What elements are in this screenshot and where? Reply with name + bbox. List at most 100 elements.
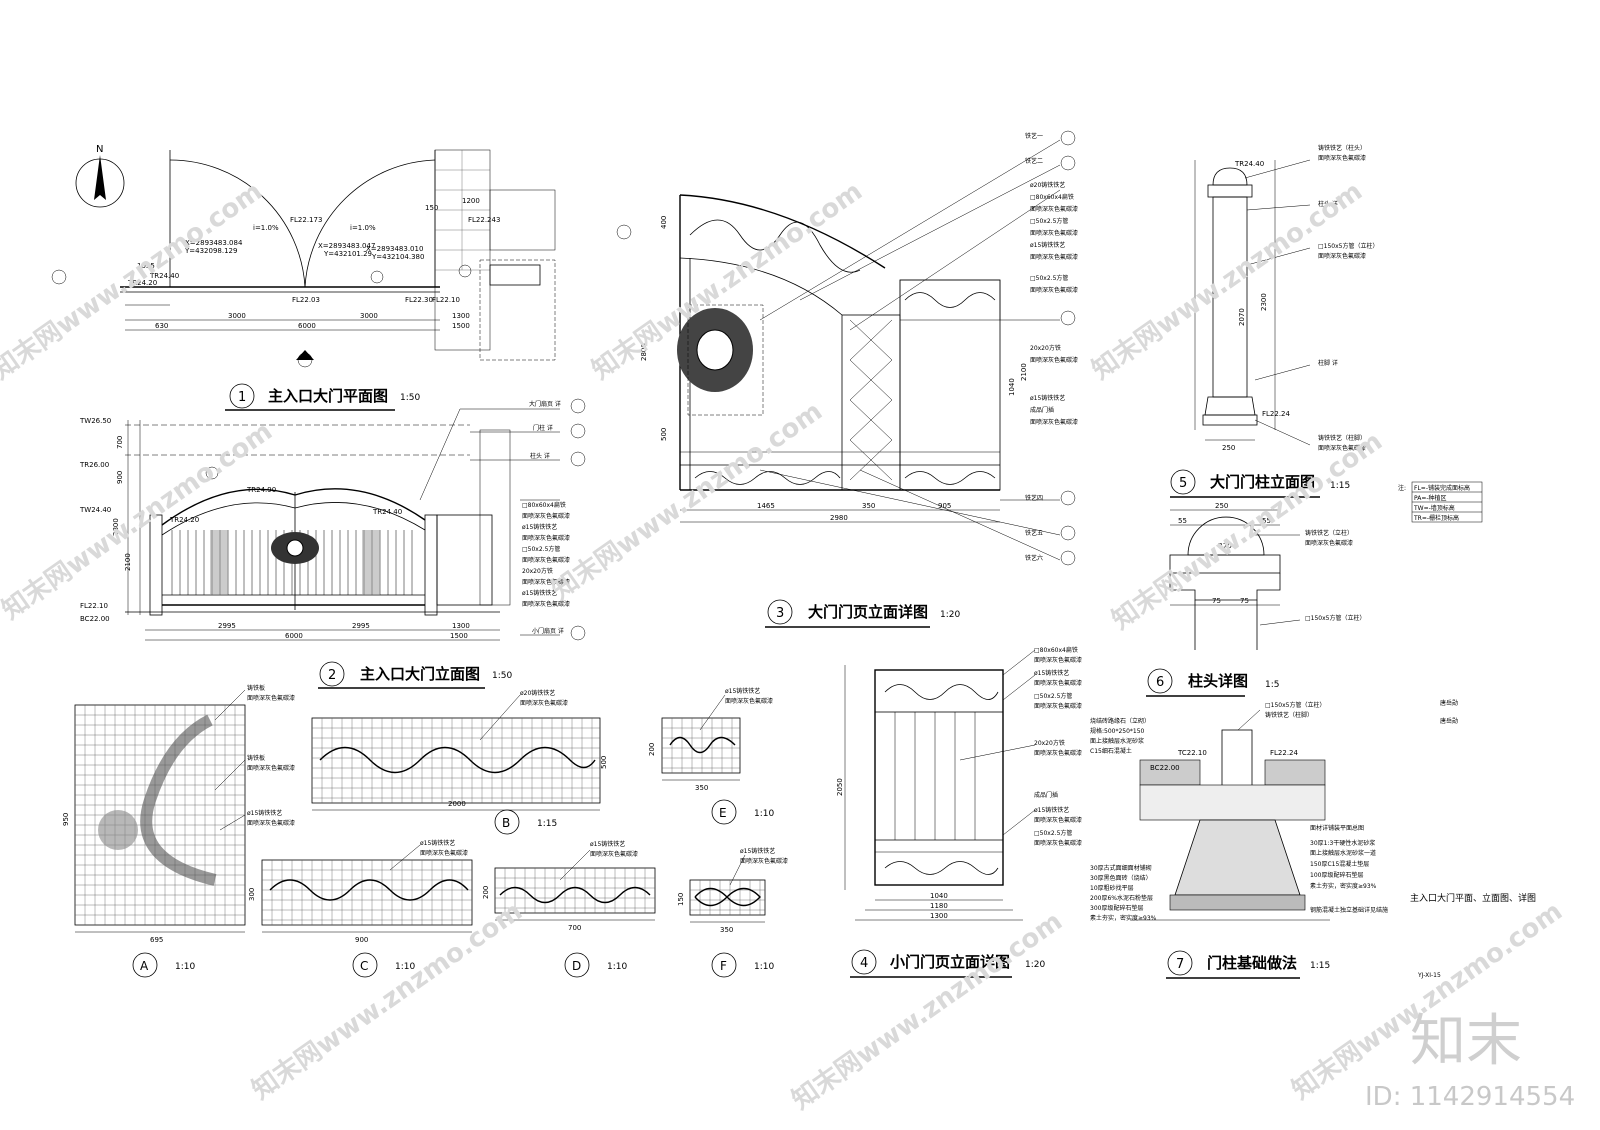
leaf-note: ø15铸铁铁艺: [1030, 241, 1065, 249]
detail-c: 900 300 ø15铸铁铁艺 面喷深灰色氟碳漆 C 1:10: [248, 839, 473, 978]
plan-dim: 1500: [452, 322, 470, 330]
cap-view: 250 55 75 75 55 R70 铸铁铁艺（立柱） 面喷深灰色氟碳漆 □1…: [1169, 502, 1366, 650]
elev-note: □80x60x4扁铁: [522, 501, 566, 509]
detail-f-note: 面喷深灰色氟碳漆: [740, 857, 788, 865]
detail-a-label: A: [140, 959, 149, 973]
leaf-callouts: 铁艺一 铁艺二 ø20铸铁铁艺 □80x60x4扁铁 面喷深灰色氟碳漆 □50x…: [759, 130, 1078, 566]
brand: 知末 ID: 1142914554: [1365, 1009, 1575, 1112]
cap-dim: 55: [1262, 517, 1271, 525]
detail-b-grid: [312, 718, 600, 803]
elev-dim: 2100: [124, 553, 132, 571]
svg-text:知末网www.znzmo.com: 知末网www.znzmo.com: [247, 896, 528, 1105]
plan-dim: 1200: [462, 197, 480, 205]
small-leaf-note: 面喷深灰色氟碳漆: [1034, 816, 1082, 824]
small-leaf-note: 20x20方铁: [1034, 739, 1065, 747]
detail-f-label: F: [720, 959, 727, 973]
cap-title-block: 6 柱头详图 1:5: [1146, 668, 1279, 697]
post-note: 铸铁铁艺（柱脚）: [1318, 434, 1366, 442]
plan-dim: 1300: [452, 312, 470, 320]
sheet-sign: 唐岳勋: [1440, 699, 1458, 707]
cap-note: 面喷深灰色氟碳漆: [1305, 539, 1353, 547]
leaf-note: 成品门插: [1030, 406, 1054, 414]
footing-note: 素土夯实，密实度≥93%: [1090, 914, 1157, 922]
footing-number: 7: [1176, 957, 1184, 972]
small-leaf-note: 面喷深灰色氟碳漆: [1034, 839, 1082, 847]
post-dim: 250: [1222, 444, 1235, 452]
detail-a: 695 950 铸铁板 面喷深灰色氟碳漆 铸铁板 面喷深灰色氟碳漆 ø15铸铁铁…: [62, 684, 295, 978]
legend-prefix: 注:: [1398, 484, 1406, 492]
elev-level: BC22.00: [80, 615, 110, 623]
detail-f-width: 350: [720, 926, 733, 934]
detail-d-height: 200: [482, 886, 490, 899]
cap-title: 柱头详图: [1188, 672, 1248, 690]
plan-coord: Y=432101.29: [323, 250, 372, 258]
detail-a-scale: 1:10: [175, 962, 195, 972]
elev-level: TW24.40: [79, 506, 111, 514]
elev-note: 面喷深灰色氟碳漆: [522, 556, 570, 564]
plan-level: TR24.20: [127, 279, 157, 287]
post-scale: 1:15: [1330, 481, 1350, 491]
cap-note: 铸铁铁艺（立柱）: [1305, 529, 1353, 537]
detail-f: 350 150 ø15铸铁铁艺 面喷深灰色氟碳漆 F 1:10: [677, 847, 788, 978]
plan-dim: 1055: [137, 262, 155, 270]
detail-c-note: ø15铸铁铁艺: [420, 839, 455, 847]
small-leaf-dim: 1300: [930, 912, 948, 920]
elev-level: TR26.00: [79, 461, 109, 469]
leaf-note: 铁艺二: [1025, 157, 1043, 165]
leaf-note: 面喷深灰色氟碳漆: [1030, 229, 1078, 237]
plan-title: 主入口大门平面图: [268, 387, 388, 405]
plan-coord: X=2893483.010: [366, 245, 423, 253]
plan-level: FL22.10: [432, 296, 460, 304]
elev-dim: 1300: [452, 622, 470, 630]
leaf-note: 面喷深灰色氟碳漆: [1030, 418, 1078, 426]
leaf-scale: 1:20: [940, 610, 960, 620]
detail-e-note: 面喷深灰色氟碳漆: [725, 697, 773, 705]
detail-e: 350 200 ø15铸铁铁艺 面喷深灰色氟碳漆 E 1:10: [648, 687, 774, 825]
leaf-dim: 500: [660, 428, 668, 441]
elev-note: 面喷深灰色氟碳漆: [522, 578, 570, 586]
elev-note: 面喷深灰色氟碳漆: [522, 600, 570, 608]
plan-coord: X=2893483.047: [318, 242, 375, 250]
footing-note: 面上接触层水泥砂浆一道: [1310, 849, 1376, 857]
post-level: FL22.24: [1262, 410, 1291, 418]
elev-note: ø15铸铁铁艺: [522, 589, 557, 597]
detail-c-grid: [262, 860, 472, 925]
elevation-callouts: 大门扇页 详 门柱 详 柱头 详 □80x60x4扁铁 面喷深灰色氟碳漆 ø15…: [419, 398, 586, 641]
plan-coord: Y=432098.129: [184, 247, 237, 255]
detail-e-grid: [662, 718, 740, 773]
elev-dim: 900: [116, 471, 124, 484]
detail-a-note: 面喷深灰色氟碳漆: [247, 694, 295, 702]
leaf-note: ø20铸铁铁艺: [1030, 181, 1065, 189]
plan-coord: X=2893483.084: [185, 239, 243, 247]
elev-level: TR24.90: [246, 486, 276, 494]
north-arrow-icon: N: [75, 144, 125, 208]
detail-d: 700 200 ø15铸铁铁艺 面喷深灰色氟碳漆 D 1:10: [482, 840, 656, 978]
detail-d-width: 700: [568, 924, 581, 932]
small-leaf-note: 成品门插: [1034, 791, 1058, 799]
cap-scale: 1:5: [1265, 680, 1279, 690]
leaf-title-block: 3 大门门页立面详图 1:20: [765, 599, 960, 628]
small-leaf-note: ø15铸铁铁艺: [1034, 669, 1069, 677]
north-label: N: [96, 144, 103, 155]
small-leaf-note: ø15铸铁铁艺: [1034, 806, 1069, 814]
elev-note: ø15铸铁铁艺: [522, 523, 557, 531]
small-leaf-scale: 1:20: [1025, 960, 1045, 970]
leaf-note: ø15铸铁铁艺: [1030, 394, 1065, 402]
small-leaf-note: 面喷深灰色氟碳漆: [1034, 679, 1082, 687]
leaf-note: 面喷深灰色氟碳漆: [1030, 356, 1078, 364]
detail-e-height: 200: [648, 743, 656, 756]
detail-b: 2000 500 ø20铸铁铁艺 面喷深灰色氟碳漆 B 1:15: [311, 689, 608, 835]
leaf-dim: 1040: [1008, 378, 1016, 396]
detail-f-height: 150: [677, 893, 685, 906]
elev-dim: 2995: [352, 622, 370, 630]
detail-e-scale: 1:10: [754, 809, 774, 819]
detail-a-note: 铸铁板: [247, 754, 265, 762]
leaf-note: □50x2.5方管: [1030, 217, 1068, 225]
leaf-title: 大门门页立面详图: [808, 603, 928, 621]
svg-text:知末网www.znzmo.com: 知末网www.znzmo.com: [787, 906, 1068, 1115]
leaf-note: 铁艺五: [1025, 529, 1043, 537]
small-leaf-note: □50x2.5方管: [1034, 692, 1072, 700]
plan-dim: 6000: [298, 322, 316, 330]
post-level: TR24.40: [1234, 160, 1264, 168]
small-leaf-dim: 2050: [836, 778, 844, 796]
